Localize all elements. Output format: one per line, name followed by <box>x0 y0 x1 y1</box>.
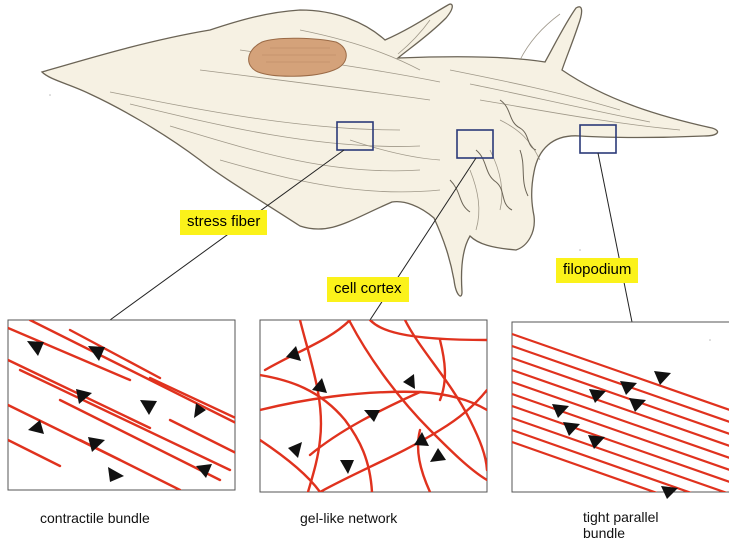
panel-gel-like-network <box>260 320 487 492</box>
caption-tight-parallel-line2: bundle <box>583 525 625 542</box>
panel-tight-parallel-bundle <box>512 322 729 499</box>
caption-tight-parallel-line1: tight parallel <box>583 509 659 526</box>
label-filopodium: filopodium <box>556 258 638 283</box>
label-cell-cortex: cell cortex <box>327 277 409 302</box>
caption-contractile-bundle: contractile bundle <box>40 510 150 527</box>
label-stress-fiber: stress fiber <box>180 210 267 235</box>
panel-contractile-bundle <box>8 320 250 490</box>
nucleus <box>249 38 347 76</box>
caption-gel-like-network: gel-like network <box>300 510 397 527</box>
